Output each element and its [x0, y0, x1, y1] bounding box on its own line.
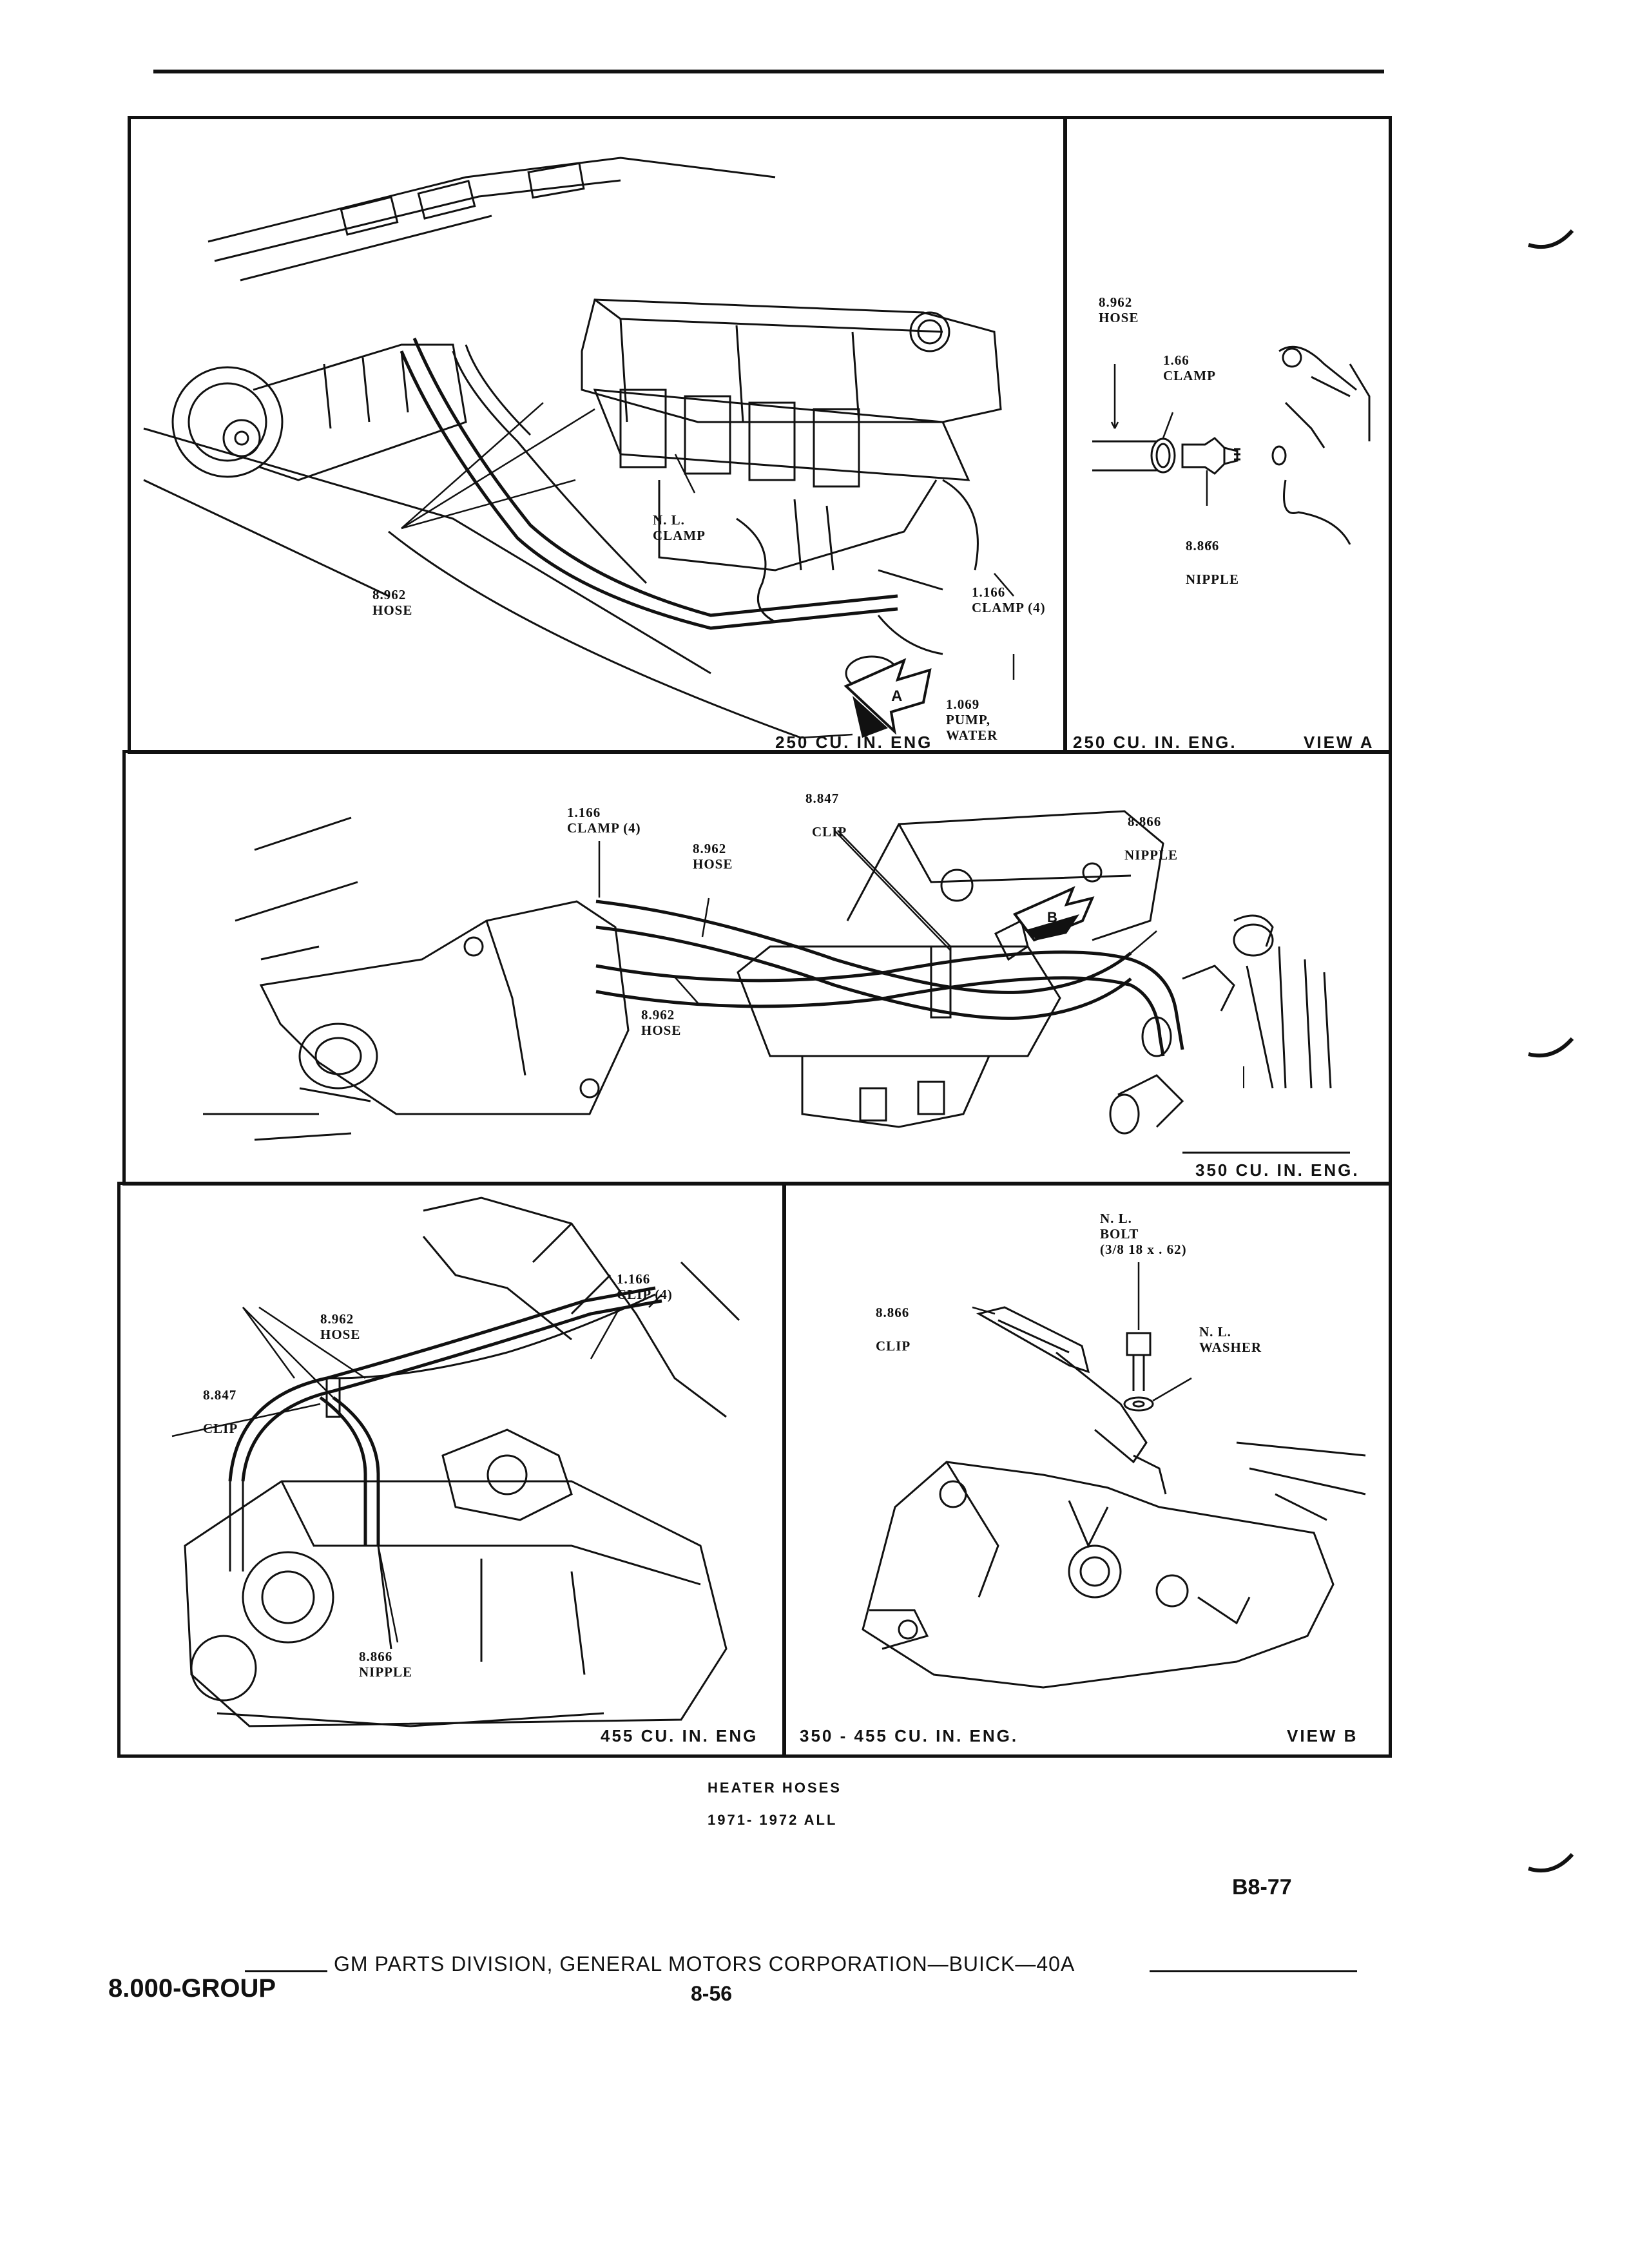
label-nipple-number-350: 8.866 — [1128, 814, 1162, 829]
caption-view-b-engine: 350 - 455 CU. IN. ENG. — [800, 1726, 1019, 1745]
view-a-illustration — [1066, 119, 1389, 751]
label-clip4-455: 1.166 CLIP (4) — [617, 1271, 673, 1302]
label-clip-number-455: 8.847 — [203, 1387, 237, 1403]
label-hose-350-top: 8.962 HOSE — [693, 841, 733, 872]
view-b-marker-label: B — [1047, 909, 1057, 925]
label-nipple-455: 8.866 NIPPLE — [359, 1649, 413, 1680]
view-b-arrow-marker — [1015, 889, 1092, 940]
label-clamp4-250: 1.166 CLAMP (4) — [972, 584, 1046, 615]
panel-350-engine: B 1.166 CLAMP (4) 8.962 HOSE 8.847 CLIP … — [122, 750, 1392, 1186]
caption-350-engine: 350 CU. IN. ENG. — [1195, 1160, 1360, 1180]
label-clip-350: CLIP — [812, 824, 847, 840]
label-nipple-350: NIPPLE — [1124, 847, 1179, 863]
footer-publisher: GM PARTS DIVISION, GENERAL MOTORS CORPOR… — [334, 1952, 1075, 1975]
label-nl-clamp: N. L. CLAMP — [653, 512, 706, 543]
panel-455-engine: 1.166 CLIP (4) 8.962 HOSE 8.847 CLIP 8.8… — [117, 1182, 786, 1758]
label-clip-455: CLIP — [203, 1421, 238, 1436]
label-view-a-clamp: 1.66 CLAMP — [1163, 352, 1216, 383]
view-b-illustration — [786, 1185, 1389, 1754]
caption-250-engine: 250 CU. IN. ENG — [775, 733, 933, 752]
label-hose-350-bottom: 8.962 HOSE — [641, 1007, 682, 1038]
figure-title: HEATER HOSES — [708, 1780, 842, 1796]
label-water-pump: 1.069 PUMP, WATER — [946, 697, 998, 743]
engine-455-illustration — [120, 1185, 783, 1754]
panel-250-engine: A N. L. CLAMP 8.962 HOSE 1.166 CLAMP (4)… — [128, 116, 1067, 754]
caption-view-a: VIEW A — [1304, 733, 1374, 752]
binder-mark-1 — [1528, 231, 1572, 247]
caption-455-engine: 455 CU. IN. ENG — [601, 1726, 758, 1745]
label-clip-number-view-b: 8.866 — [876, 1305, 910, 1320]
binder-mark-3 — [1528, 1854, 1572, 1870]
label-view-a-hose: 8.962 HOSE — [1099, 294, 1139, 325]
label-view-a-nipple-number: 8.866 — [1186, 538, 1220, 553]
figure-years: 1971- 1972 ALL — [708, 1812, 838, 1828]
footer-group: 8.000-GROUP — [108, 1974, 276, 2003]
caption-view-b: VIEW B — [1287, 1726, 1358, 1745]
label-clip-view-b: CLIP — [876, 1338, 911, 1354]
panel-view-a: 8.962 HOSE 1.66 CLAMP 8.866 NIPPLE 250 C… — [1063, 116, 1392, 754]
footer-page-number: 8-56 — [691, 1982, 733, 2005]
label-view-a-nipple: NIPPLE — [1186, 572, 1240, 587]
label-clip-number-350: 8.847 — [805, 791, 840, 806]
label-nl-bolt: N. L. BOLT (3/8 18 x . 62) — [1100, 1211, 1187, 1257]
label-nl-washer: N. L. WASHER — [1199, 1324, 1262, 1355]
top-rule — [153, 70, 1384, 73]
figure-number: B8-77 — [1232, 1875, 1292, 1899]
footer-rule-left — [245, 1970, 327, 1972]
caption-view-a-engine: 250 CU. IN. ENG. — [1073, 733, 1237, 752]
engine-250-illustration: A — [131, 119, 1065, 751]
panel-view-b: N. L. BOLT (3/8 18 x . 62) 8.866 CLIP N.… — [782, 1182, 1392, 1758]
label-hose-455: 8.962 HOSE — [320, 1311, 361, 1342]
label-hose-250: 8.962 HOSE — [372, 587, 413, 618]
binder-mark-2 — [1528, 1039, 1572, 1055]
label-clamp4-350: 1.166 CLAMP (4) — [567, 805, 641, 836]
engine-350-illustration: B — [126, 753, 1389, 1182]
view-a-arrow-marker — [846, 660, 930, 738]
view-a-marker-label: A — [891, 687, 902, 705]
binder-hole-marks — [1527, 193, 1592, 1933]
footer-rule-right — [1150, 1970, 1357, 1972]
